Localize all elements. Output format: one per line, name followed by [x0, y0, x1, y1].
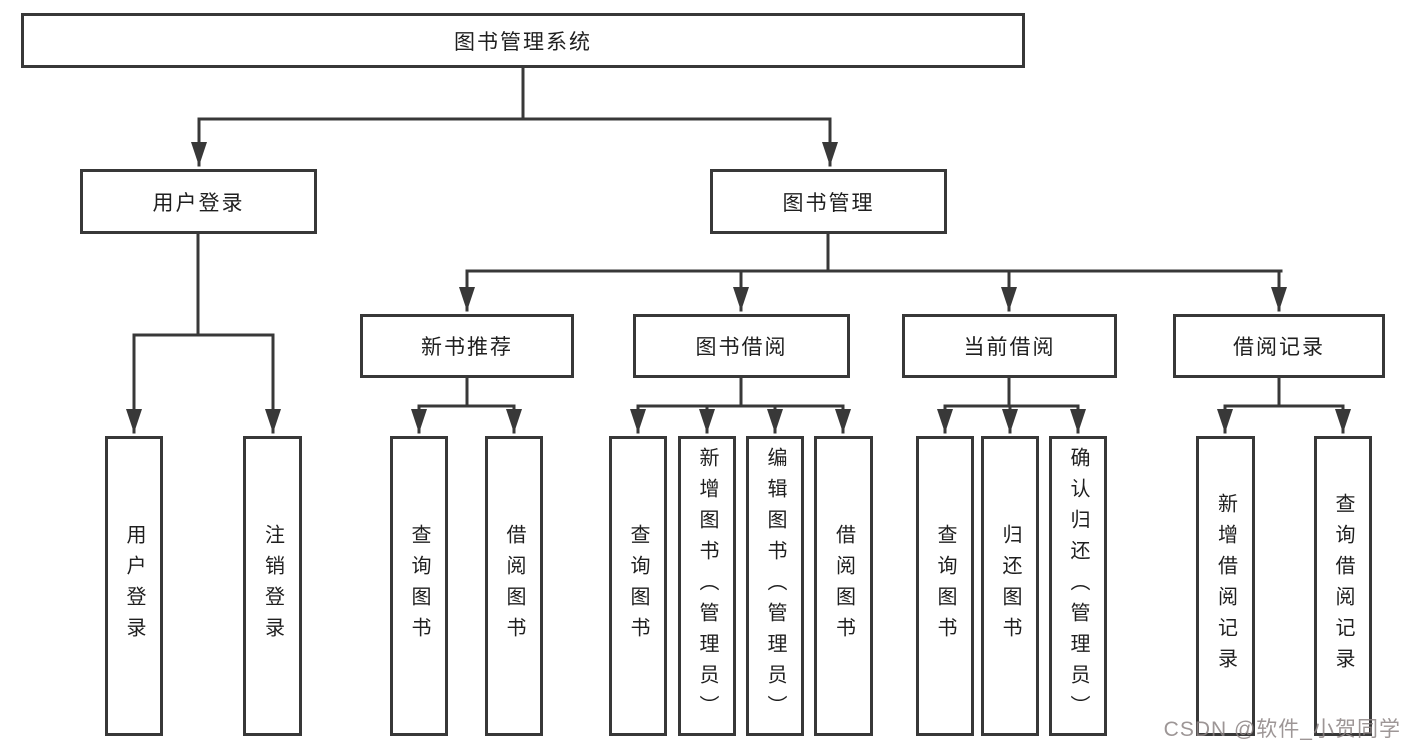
leaf-user-login: 用户登录 [105, 436, 163, 736]
node-book-borrow: 图书借阅 [633, 314, 850, 378]
connector-borrow-records [1217, 376, 1351, 434]
connector-book-borrow [630, 376, 851, 434]
leaf-query-books-2: 查询图书 [609, 436, 667, 736]
node-new-book-recommend: 新书推荐 [360, 314, 574, 378]
leaf-add-books-admin: 新增图书（管理员） [678, 436, 736, 736]
leaf-logout-label: 注销登录 [261, 524, 284, 648]
leaf-edit-books-admin: 编辑图书（管理员） [746, 436, 804, 736]
node-book-management: 图书管理 [710, 169, 947, 234]
connector-new-book-recommend [411, 376, 522, 434]
connector-root-to-level2 [191, 66, 838, 167]
leaf-query-books-1-label: 查询图书 [408, 524, 430, 648]
leaf-add-borrow-record-label: 新增借阅记录 [1214, 493, 1237, 679]
node-book-management-label: 图书管理 [782, 191, 875, 215]
leaf-borrow-books-2-label: 借阅图书 [832, 524, 855, 648]
leaf-query-borrow-record: 查询借阅记录 [1314, 436, 1372, 736]
leaf-return-books-label: 归还图书 [999, 524, 1021, 648]
node-user-login-label: 用户登录 [152, 191, 245, 215]
leaf-add-books-admin-label: 新增图书（管理员） [696, 446, 718, 726]
connector-book-management [459, 231, 1287, 312]
node-root-system: 图书管理系统 [21, 13, 1025, 68]
leaf-user-login-label: 用户登录 [123, 524, 145, 648]
watermark: CSDN @软件_小贺同学 [1163, 718, 1401, 741]
leaf-query-books-1: 查询图书 [390, 436, 448, 736]
leaf-confirm-return-admin: 确认归还（管理员） [1049, 436, 1107, 736]
node-current-borrow: 当前借阅 [902, 314, 1117, 378]
leaf-return-books: 归还图书 [981, 436, 1039, 736]
node-root-label: 图书管理系统 [454, 30, 592, 54]
node-book-borrow-label: 图书借阅 [695, 336, 788, 359]
node-new-book-recommend-label: 新书推荐 [421, 336, 513, 359]
connector-user-login [126, 231, 281, 434]
node-user-login: 用户登录 [80, 169, 317, 234]
leaf-query-books-3-label: 查询图书 [934, 524, 956, 648]
leaf-query-books-2-label: 查询图书 [627, 524, 649, 648]
leaf-edit-books-admin-label: 编辑图书（管理员） [764, 446, 786, 726]
leaf-logout: 注销登录 [243, 436, 302, 736]
leaf-query-books-3: 查询图书 [916, 436, 974, 736]
leaf-borrow-books-1: 借阅图书 [485, 436, 543, 736]
connector-current-borrow [937, 376, 1086, 434]
node-current-borrow-label: 当前借阅 [963, 336, 1056, 359]
leaf-query-borrow-record-label: 查询借阅记录 [1332, 493, 1354, 679]
leaf-borrow-books-2: 借阅图书 [814, 436, 873, 736]
node-borrow-records: 借阅记录 [1173, 314, 1385, 378]
leaf-borrow-books-1-label: 借阅图书 [503, 524, 525, 648]
leaf-add-borrow-record: 新增借阅记录 [1196, 436, 1255, 736]
leaf-confirm-return-admin-label: 确认归还（管理员） [1067, 446, 1089, 726]
node-borrow-records-label: 借阅记录 [1233, 336, 1325, 359]
